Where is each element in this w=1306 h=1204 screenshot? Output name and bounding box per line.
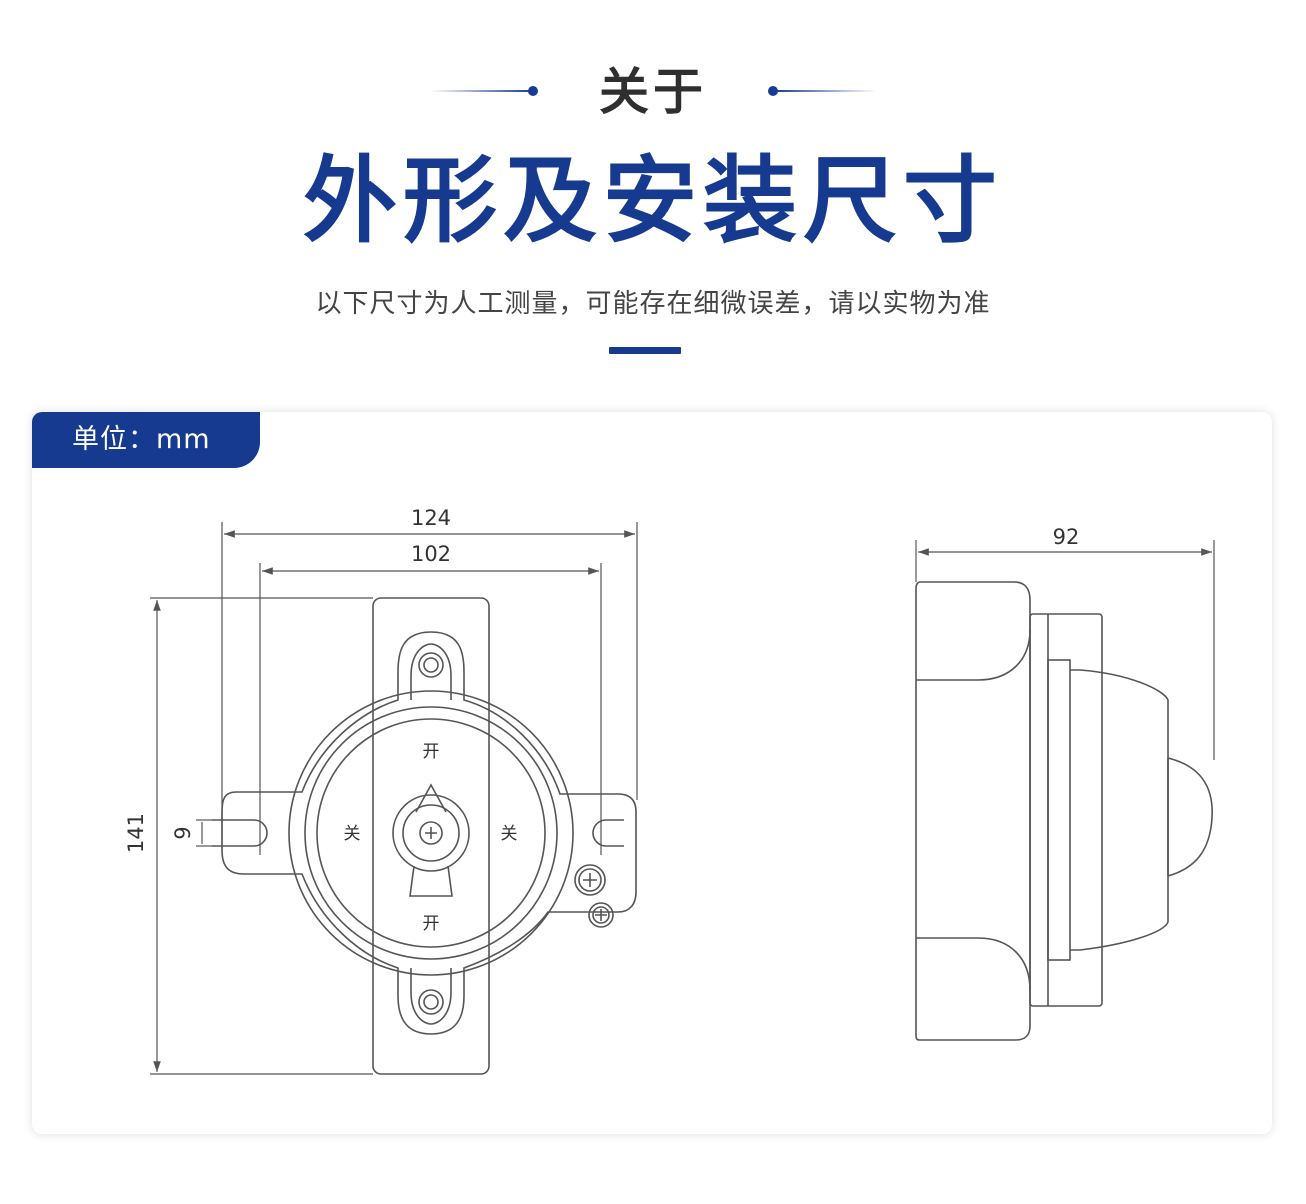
front-knob bbox=[415, 783, 447, 813]
about-label: 关于 bbox=[599, 63, 707, 121]
side-view bbox=[915, 581, 1213, 1041]
unit-tab: 单位：mm bbox=[32, 412, 260, 468]
side-knob-housing bbox=[1070, 669, 1169, 951]
side-step-ring bbox=[1047, 659, 1071, 961]
front-dimensions bbox=[150, 522, 638, 1075]
front-lug-top-inner bbox=[410, 643, 452, 700]
decor-dot-left bbox=[528, 86, 538, 96]
dim-label-92: 92 bbox=[1053, 525, 1080, 549]
side-knob-dome bbox=[1167, 757, 1213, 877]
front-center-screw bbox=[419, 821, 443, 845]
side-dimensions bbox=[915, 540, 1215, 760]
dial-label-bottom: 开 bbox=[423, 914, 440, 934]
front-slot-right bbox=[592, 819, 624, 847]
side-body bbox=[915, 581, 1031, 1041]
front-back-plate bbox=[372, 597, 490, 1075]
dial-label-top: 开 bbox=[423, 742, 440, 762]
front-knob-hub bbox=[392, 794, 470, 872]
side-cover-plate bbox=[1029, 613, 1103, 1007]
title-accent-bar bbox=[609, 347, 681, 354]
dial-label-right: 关 bbox=[501, 824, 518, 844]
page-title: 外形及安装尺寸 bbox=[302, 147, 1003, 256]
side-upper-curve bbox=[916, 629, 1031, 681]
dim-label-102: 102 bbox=[411, 542, 451, 566]
front-hole-bottom bbox=[418, 989, 444, 1015]
front-housing-outer bbox=[288, 690, 574, 976]
front-ground-screw-2 bbox=[588, 902, 614, 928]
decor-dot-right bbox=[768, 86, 778, 96]
dial-label-left: 关 bbox=[344, 824, 361, 844]
page-subtitle: 以下尺寸为人工测量，可能存在细微误差，请以实物为准 bbox=[315, 289, 991, 319]
dim-label-124: 124 bbox=[411, 506, 451, 530]
front-housing-ring bbox=[304, 706, 558, 960]
front-ground-screw-1 bbox=[574, 864, 606, 896]
front-view bbox=[212, 597, 637, 1075]
front-knob-pointer bbox=[409, 865, 453, 897]
front-dial-face bbox=[316, 718, 546, 948]
front-slot-left bbox=[212, 819, 268, 847]
front-lug-bottom-inner bbox=[410, 968, 452, 1025]
unit-label: 单位：mm bbox=[72, 424, 211, 455]
side-lower-curve bbox=[916, 937, 1031, 991]
about-heading: 关于 bbox=[0, 60, 1306, 124]
decor-line-right bbox=[776, 90, 876, 92]
front-body-outline bbox=[221, 631, 637, 1035]
front-hole-top bbox=[418, 652, 444, 678]
dim-label-141: 141 bbox=[124, 813, 148, 853]
decor-line-left bbox=[430, 90, 530, 92]
dim-label-9: 9 bbox=[171, 826, 195, 839]
